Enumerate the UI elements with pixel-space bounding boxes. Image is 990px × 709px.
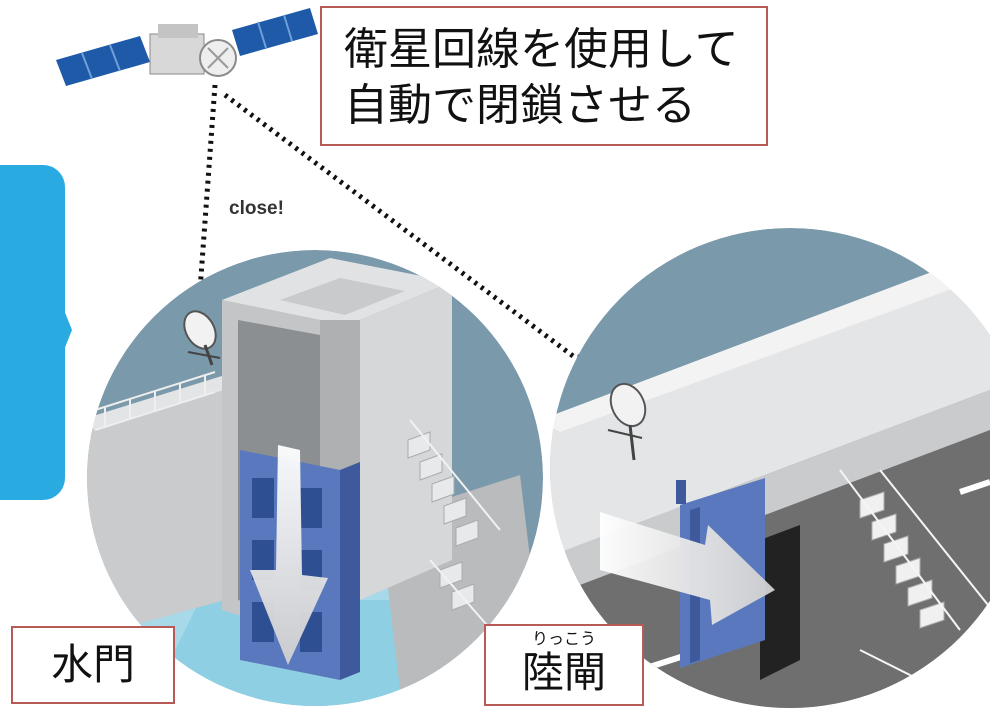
signal-line-to-water-gate bbox=[190, 84, 218, 308]
antenna-dish-icon-left bbox=[183, 310, 221, 366]
satellite-icon bbox=[56, 8, 318, 86]
caption-line-2: 自動で閉鎖させる bbox=[344, 80, 696, 131]
caption-box: 衛星回線を使用して 自動で閉鎖させる bbox=[320, 6, 768, 146]
caption-line-1: 衛星回線を使用して bbox=[344, 24, 739, 75]
antenna-dish-icon-right bbox=[607, 382, 647, 461]
water-gate-label: 水門 bbox=[11, 626, 175, 704]
land-gate-scene bbox=[550, 228, 990, 708]
speech-callout bbox=[0, 165, 72, 500]
land-gate-ruby: りっこう bbox=[531, 629, 596, 648]
signal-close-label: close! bbox=[229, 198, 284, 219]
land-gate-label: 陸閘 bbox=[521, 648, 606, 697]
land-gate-label-box: りっこう 陸閘 bbox=[484, 624, 644, 706]
